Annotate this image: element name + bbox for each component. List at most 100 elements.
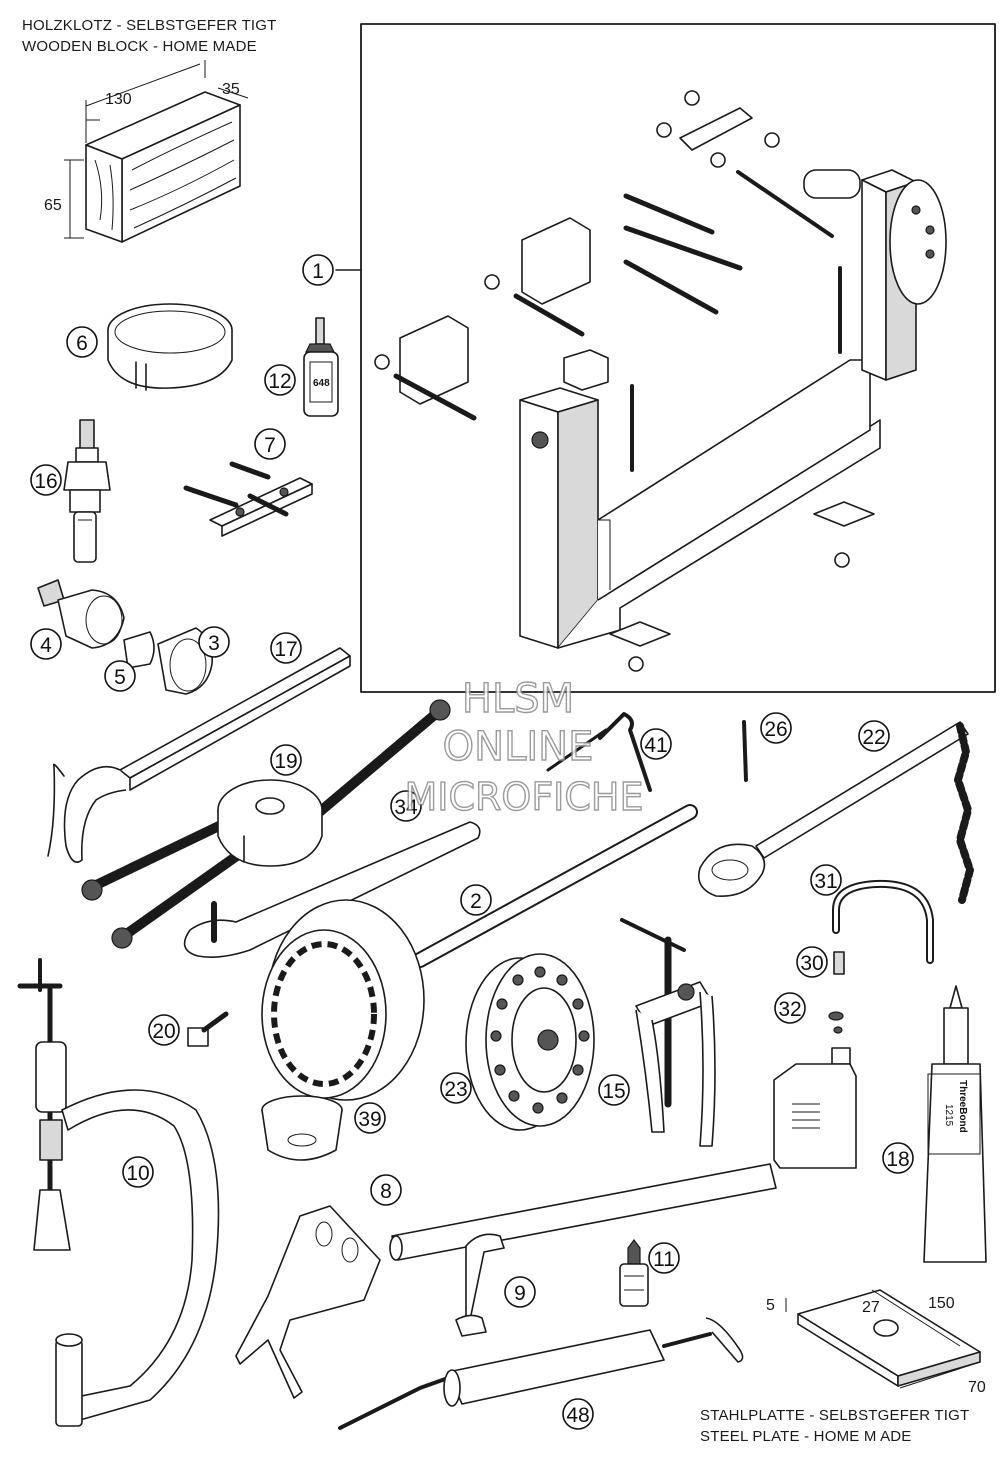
svg-text:16: 16 [34, 470, 57, 493]
callout-31: 31 [810, 864, 842, 896]
clutch-holder [81, 699, 451, 949]
callout-30: 30 [796, 946, 828, 978]
holding-bracket [183, 461, 313, 537]
block-height-label: 65 [44, 197, 62, 214]
threebond-brand: ThreeBond [957, 1080, 968, 1133]
holding-strap [183, 821, 481, 958]
watermark-line1: HLSM [462, 676, 574, 722]
hose-and-fittings [828, 879, 934, 1034]
steel-plate [785, 1289, 981, 1389]
plate-hole-label: 27 [862, 1299, 880, 1316]
engine-stand-frame-box [360, 23, 996, 693]
svg-text:20: 20 [152, 1020, 175, 1043]
piston-holder [455, 1233, 505, 1337]
valve-spring-compressor [17, 958, 220, 1427]
svg-text:4: 4 [40, 634, 52, 657]
svg-text:15: 15 [602, 1080, 625, 1103]
callout-4: 4 [30, 628, 62, 660]
svg-text:39: 39 [358, 1108, 381, 1131]
wooden-block-caption-en: WOODEN BLOCK - HOME MADE [22, 38, 257, 55]
pin-26 [742, 720, 748, 782]
svg-text:6: 6 [76, 332, 88, 355]
jaw-puller [620, 918, 716, 1147]
callout-1: 1 [302, 254, 334, 286]
svg-text:3: 3 [208, 632, 220, 655]
fork-holder-tool [47, 647, 351, 863]
plate-thickness-label: 5 [766, 1297, 775, 1314]
callout-41: 41 [640, 728, 672, 760]
callout-32: 32 [774, 992, 806, 1024]
loctite-bottle: 648 [303, 317, 339, 417]
svg-text:2: 2 [470, 890, 482, 913]
svg-text:30: 30 [800, 952, 823, 975]
svg-text:22: 22 [862, 726, 885, 749]
callout-22: 22 [858, 720, 890, 752]
svg-text:11: 11 [653, 1248, 675, 1271]
wooden-block [64, 60, 249, 243]
watermark-line2: ONLINE [443, 724, 594, 770]
callout-34: 34 [390, 790, 422, 822]
callout-8: 8 [370, 1174, 402, 1206]
svg-text:31: 31 [814, 870, 837, 893]
steel-plate-caption-en: STEEL PLATE - HOME M ADE [700, 1428, 912, 1445]
watermark-line3: MICROFICHE [404, 775, 643, 819]
svg-text:17: 17 [274, 638, 297, 661]
callout-16: 16 [30, 464, 62, 496]
svg-text:48: 48 [566, 1404, 589, 1427]
svg-text:19: 19 [274, 750, 297, 773]
engine-stand [374, 90, 947, 672]
callout-9: 9 [504, 1276, 536, 1308]
loctite-number: 648 [313, 378, 330, 389]
callout-10: 10 [122, 1156, 154, 1188]
callout-11: 11 [648, 1242, 680, 1274]
callout-2: 2 [460, 884, 492, 916]
watermark: HLSM ONLINE MICROFICHE [404, 675, 644, 819]
callout-3: 3 [198, 626, 230, 658]
block-length-label: 130 [105, 91, 132, 108]
callout-6: 6 [66, 326, 98, 358]
svg-text:9: 9 [514, 1282, 526, 1305]
rotor-holder-disc [465, 953, 595, 1131]
plate-width-label: 70 [968, 1379, 986, 1396]
svg-text:12: 12 [268, 370, 291, 393]
hook-tool [546, 712, 652, 792]
svg-text:10: 10 [126, 1162, 149, 1185]
svg-text:18: 18 [886, 1148, 909, 1171]
callout-15: 15 [598, 1074, 630, 1106]
chain-holder [697, 721, 974, 904]
threebond-number: 1215 [943, 1104, 954, 1127]
svg-text:5: 5 [114, 666, 126, 689]
svg-text:32: 32 [778, 998, 801, 1021]
special-screw [187, 1011, 229, 1047]
svg-text:1: 1 [312, 260, 324, 283]
callout-18: 18 [882, 1142, 914, 1174]
callout-17: 17 [270, 632, 302, 664]
callout-26: 26 [760, 712, 792, 744]
wooden-block-caption-de: HOLZKLOTZ - SELBSTGEFER TIGT [22, 17, 277, 34]
callout-7: 7 [254, 428, 286, 460]
ring-compressor-band [107, 303, 233, 391]
plate-length-label: 150 [928, 1295, 955, 1312]
oil-bottle [773, 1047, 857, 1169]
svg-text:7: 7 [264, 434, 276, 457]
callout-12: 12 [264, 364, 296, 396]
grease-gun [338, 1317, 744, 1430]
svg-text:26: 26 [764, 718, 787, 741]
callout-48: 48 [562, 1398, 594, 1430]
oil-filter-cup [261, 1095, 343, 1161]
callout-5: 5 [104, 660, 136, 692]
callout-19: 19 [270, 744, 302, 776]
steel-plate-caption-de: STAHLPLATTE - SELBSTGEFER TIGT [700, 1407, 970, 1424]
callout-20: 20 [148, 1014, 180, 1046]
svg-text:23: 23 [444, 1078, 467, 1101]
clutch-basket-holder [261, 804, 698, 1101]
svg-text:8: 8 [380, 1180, 392, 1203]
svg-text:34: 34 [394, 796, 418, 819]
callout-39: 39 [354, 1102, 386, 1134]
threebond-tube: ThreeBond 1215 [923, 985, 987, 1263]
slide-hammer-puller [63, 419, 111, 563]
block-width-label: 35 [222, 81, 240, 98]
threadlock-bottle [619, 1239, 649, 1307]
svg-text:41: 41 [644, 734, 667, 757]
